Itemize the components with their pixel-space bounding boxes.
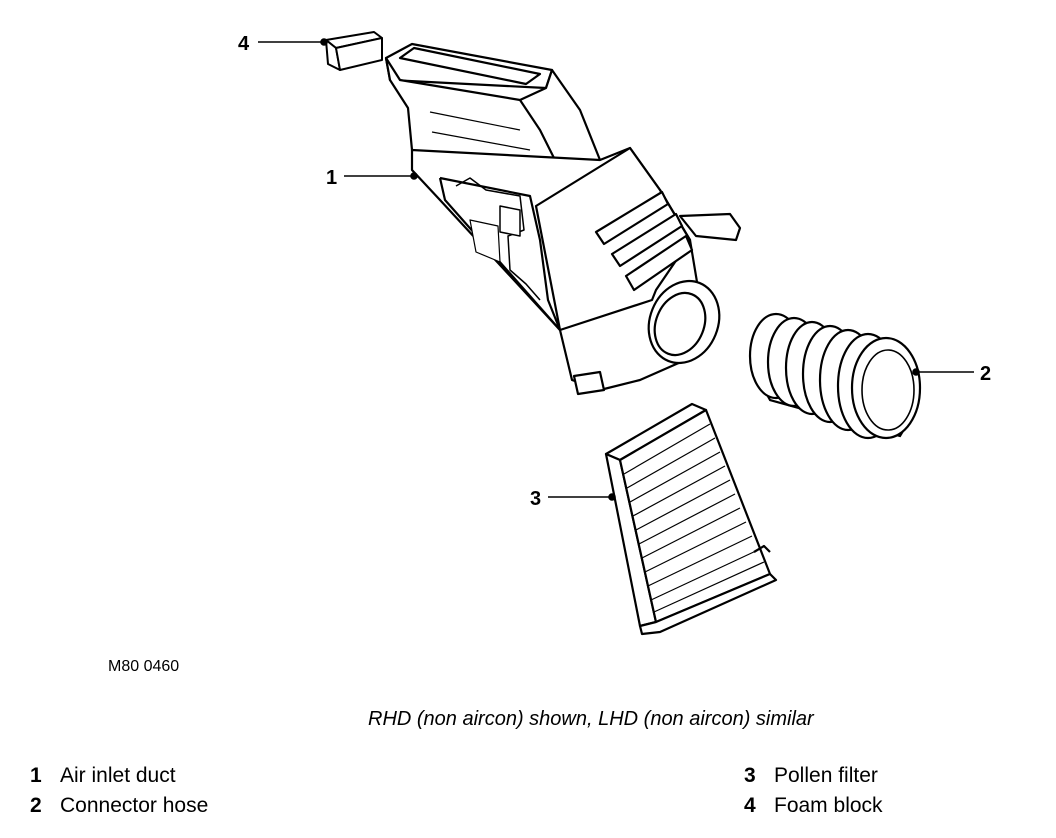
reference-code: M80 0460 bbox=[108, 658, 180, 675]
foam-block-drawing bbox=[325, 31, 383, 71]
legend-number: 1 bbox=[30, 764, 42, 787]
callout-1: 1 bbox=[326, 167, 337, 189]
legend-item: 2 Connector hose bbox=[30, 791, 208, 821]
legend-item: 4 Foam block bbox=[744, 791, 883, 821]
legend-label: Foam block bbox=[774, 794, 883, 817]
diagram-caption: RHD (non aircon) shown, LHD (non aircon)… bbox=[368, 708, 814, 730]
air-inlet-duct-drawing bbox=[384, 42, 742, 396]
legend-number: 4 bbox=[744, 794, 756, 817]
connector-hose-drawing bbox=[748, 312, 922, 440]
legend-label: Connector hose bbox=[60, 794, 209, 817]
legend-left: 1 Air inlet duct 2 Connector hose bbox=[30, 761, 208, 821]
legend-label: Pollen filter bbox=[774, 764, 878, 787]
callout-2: 2 bbox=[980, 363, 991, 385]
legend-label: Air inlet duct bbox=[60, 764, 176, 787]
callout-leaders bbox=[258, 38, 974, 501]
callout-4: 4 bbox=[238, 33, 250, 55]
legend-right: 3 Pollen filter 4 Foam block bbox=[744, 761, 883, 821]
legend-item: 3 Pollen filter bbox=[744, 761, 883, 791]
legend-item: 1 Air inlet duct bbox=[30, 761, 208, 791]
legend-number: 2 bbox=[30, 794, 42, 817]
callout-3: 3 bbox=[530, 488, 541, 510]
legend-number: 3 bbox=[744, 764, 756, 787]
pollen-filter-drawing bbox=[604, 402, 778, 636]
